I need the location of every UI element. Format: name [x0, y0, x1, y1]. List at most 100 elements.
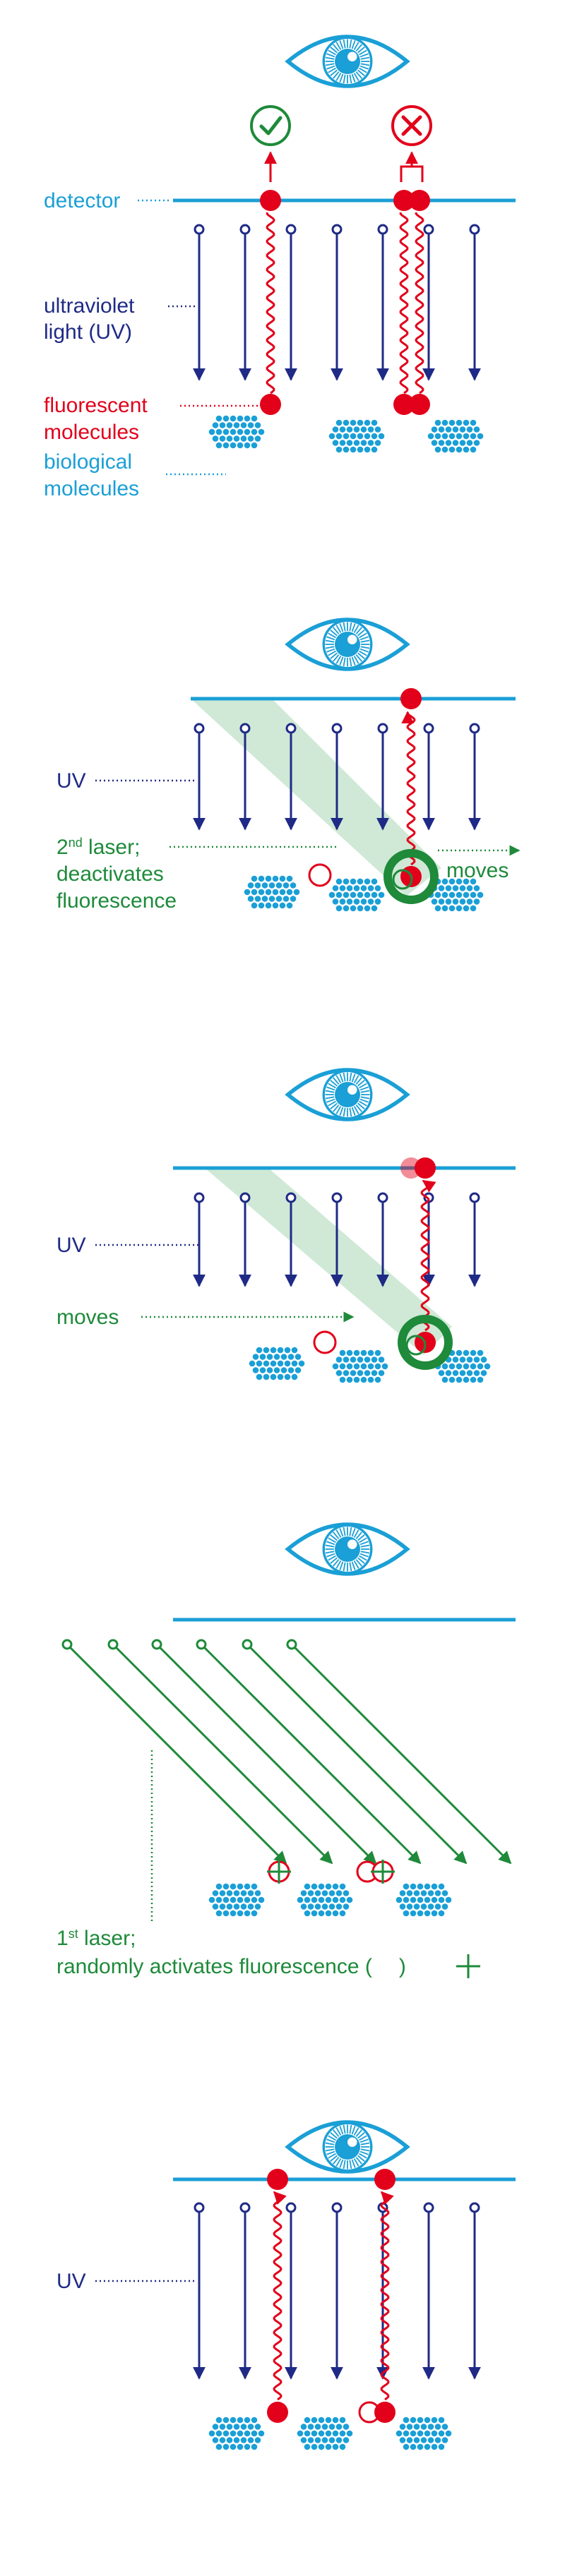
first-laser-label-line2: randomly activates fluorescence () — [56, 1955, 406, 1978]
bio-dot — [263, 1373, 270, 1380]
bio-dot — [291, 1360, 298, 1367]
bio-dot — [367, 1363, 374, 1370]
uv-source — [194, 723, 205, 734]
bio-dot — [424, 2443, 431, 2450]
bio-dot — [230, 428, 237, 435]
bio-dot — [222, 2443, 230, 2450]
bio-dot — [445, 426, 452, 433]
bio-dot — [463, 1376, 470, 1383]
bio-dot — [413, 2424, 420, 2430]
bio-dot — [240, 435, 247, 442]
bio-dot — [325, 2416, 332, 2424]
fluorescent-label-line1: fluorescent — [44, 394, 148, 417]
first-laser-label-line1: 1st laser; — [56, 1927, 136, 1950]
bio-dot — [263, 1347, 270, 1354]
uv-label: UV — [56, 2270, 86, 2293]
bio-dot — [208, 428, 215, 435]
bio-dot — [307, 2424, 314, 2430]
bio-dot — [258, 428, 265, 435]
bio-dot — [325, 2443, 332, 2450]
bio-dot — [233, 2424, 240, 2430]
bio-dot — [270, 1360, 277, 1367]
bio-dot — [371, 878, 378, 885]
bio-dot — [410, 1910, 417, 1917]
uv-rays — [193, 723, 481, 831]
bio-dot — [233, 2437, 240, 2443]
bio-dot — [268, 896, 275, 902]
bio-dot — [346, 426, 353, 433]
bio-dot — [343, 433, 350, 440]
second-laser-label-line3: fluorescence — [56, 889, 177, 913]
bio-dot — [219, 2424, 226, 2430]
bio-dot — [438, 1370, 445, 1376]
bio-dot — [456, 891, 463, 898]
bio-dot — [284, 1373, 291, 1380]
first-laser-ray — [203, 1646, 422, 1865]
bio-dot — [364, 905, 371, 912]
bio-dot — [466, 898, 473, 905]
bio-dot — [247, 2424, 254, 2430]
bio-dot — [378, 891, 385, 898]
bio-dot — [240, 2424, 247, 2430]
first-laser-ray — [69, 1646, 287, 1865]
bio-dot — [364, 419, 371, 426]
bio-dot — [424, 1883, 431, 1890]
second-laser-label-line2: deactivates — [56, 862, 164, 886]
bio-dot — [374, 1349, 381, 1356]
bio-dot — [226, 2424, 233, 2430]
uv-source — [423, 2202, 434, 2213]
panel-1: detector ultraviolet light (UV) fluoresc… — [44, 37, 516, 500]
bio-dot — [357, 878, 364, 885]
bio-dot — [399, 1903, 406, 1910]
bio-dot — [219, 422, 226, 428]
bio-dot — [254, 2424, 261, 2430]
bio-dot — [360, 885, 367, 891]
uv-source — [377, 224, 388, 235]
bio-dot — [280, 1367, 287, 1373]
bio-dot — [480, 1370, 487, 1376]
bio-dot — [445, 885, 452, 891]
bio-dot — [339, 2430, 346, 2437]
bio-dot — [427, 433, 434, 440]
bio-dot — [251, 1883, 258, 1890]
bio-dot — [240, 422, 247, 428]
bio-dot — [339, 1896, 346, 1903]
bio-dot — [346, 1376, 353, 1383]
bio-dot — [477, 1349, 484, 1356]
bio-dot — [290, 896, 297, 902]
bio-dot — [328, 1903, 335, 1910]
bio-dot — [277, 1347, 284, 1354]
bio-dot — [230, 2443, 237, 2450]
bio-dot — [300, 2437, 307, 2443]
panel-4: 1st laser; randomly activates fluorescen… — [56, 1524, 516, 1978]
bio-dot — [424, 1896, 431, 1903]
bio-dot — [254, 422, 261, 428]
fluorescent-molecule — [409, 394, 430, 415]
bio-dot — [427, 2437, 434, 2443]
bio-dot — [470, 905, 477, 912]
bio-dot — [318, 2443, 325, 2450]
bio-dot — [251, 442, 258, 449]
bio-dot — [406, 1890, 413, 1896]
bio-dot — [291, 1347, 298, 1354]
bio-dot — [247, 896, 254, 902]
bio-dot — [247, 1903, 254, 1910]
bio-dot — [374, 1363, 381, 1370]
bio-dot — [261, 882, 268, 889]
bio-dot — [441, 433, 448, 440]
bio-dot — [212, 2437, 219, 2443]
bio-dot — [473, 426, 480, 433]
bio-dot — [413, 2437, 420, 2443]
uv-source — [331, 1192, 343, 1203]
bio-dot — [427, 2424, 434, 2430]
bio-dot — [215, 1883, 222, 1890]
bio-dot — [364, 1370, 371, 1376]
bio-dot — [350, 878, 357, 885]
bio-dot — [371, 905, 378, 912]
bio-dot — [247, 882, 254, 889]
bio-dot — [470, 1376, 477, 1383]
bio-dot — [374, 440, 381, 446]
bio-dot — [286, 902, 293, 909]
bio-dot — [212, 422, 219, 428]
bio-dot — [463, 878, 470, 885]
